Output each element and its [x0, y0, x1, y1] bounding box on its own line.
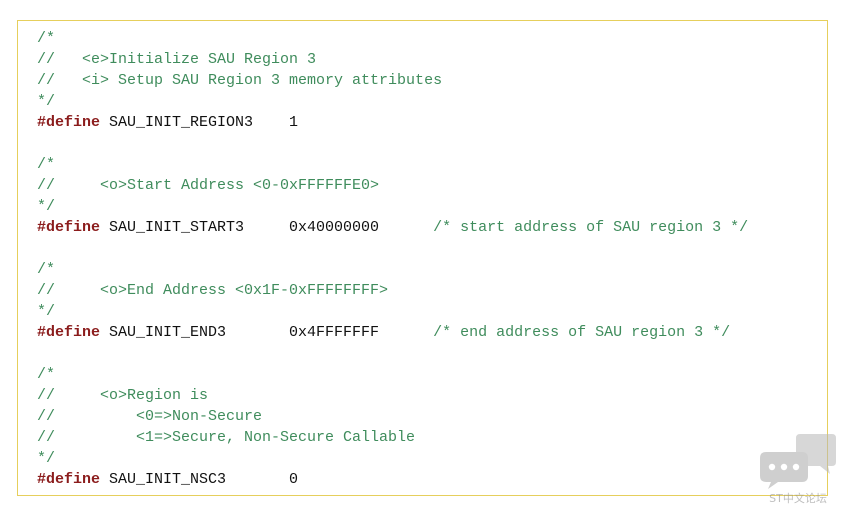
- code-line: // <o>Region is: [37, 385, 208, 406]
- code-token-comment: /*: [37, 30, 56, 47]
- code-token-comment: // <o>Start Address <0-0xFFFFFFE0>: [37, 177, 380, 194]
- code-token-normal: SAU_INIT_REGION3 1: [100, 114, 299, 131]
- code-token-comment: */: [37, 93, 56, 110]
- code-line: */: [37, 196, 55, 217]
- chat-bubbles-icon: [760, 434, 836, 489]
- code-token-comment: */: [37, 450, 56, 467]
- code-line: // <e>Initialize SAU Region 3: [37, 49, 316, 70]
- code-token-comment: /*: [37, 156, 56, 173]
- code-line: // <i> Setup SAU Region 3 memory attribu…: [37, 70, 442, 91]
- code-token-normal: SAU_INIT_START3 0x40000000: [100, 219, 434, 236]
- watermark-text: ST中文论坛: [769, 492, 827, 505]
- code-token-keyword: #define: [37, 114, 101, 131]
- code-token-comment: */: [37, 198, 56, 215]
- code-line: // <0=>Non-Secure: [37, 406, 262, 427]
- code-token-comment: // <0=>Non-Secure: [37, 408, 263, 425]
- code-token-comment: /*: [37, 261, 56, 278]
- code-line: /*: [37, 259, 55, 280]
- code-line: // <o>End Address <0x1F-0xFFFFFFFF>: [37, 280, 388, 301]
- code-token-normal: SAU_INIT_END3 0x4FFFFFFF: [100, 324, 434, 341]
- code-line: */: [37, 91, 55, 112]
- code-token-comment: // <e>Initialize SAU Region 3: [37, 51, 317, 68]
- code-line: #define SAU_INIT_END3 0x4FFFFFFF /* end …: [37, 322, 730, 343]
- code-line: /*: [37, 28, 55, 49]
- code-token-comment: // <o>Region is: [37, 387, 209, 404]
- code-line: // <o>Start Address <0-0xFFFFFFE0>: [37, 175, 379, 196]
- watermark: ST中文论坛: [758, 432, 838, 510]
- code-token-keyword: #define: [37, 471, 101, 488]
- code-line: /*: [37, 154, 55, 175]
- code-line: #define SAU_INIT_START3 0x40000000 /* st…: [37, 217, 748, 238]
- code-line: // <1=>Secure, Non-Secure Callable: [37, 427, 415, 448]
- code-token-comment: // <i> Setup SAU Region 3 memory attribu…: [37, 72, 443, 89]
- code-token-comment: /* end address of SAU region 3 */: [433, 324, 731, 341]
- code-token-comment: /*: [37, 366, 56, 383]
- code-panel: /* // <e>Initialize SAU Region 3 // <i> Se…: [17, 20, 828, 496]
- code-token-comment: /* start address of SAU region 3 */: [433, 219, 749, 236]
- code-line: */: [37, 448, 55, 469]
- code-line: #define SAU_INIT_REGION3 1: [37, 112, 298, 133]
- code-token-comment: */: [37, 303, 56, 320]
- code-token-keyword: #define: [37, 324, 101, 341]
- code-line: /*: [37, 364, 55, 385]
- code-line: */: [37, 301, 55, 322]
- code-line: #define SAU_INIT_NSC3 0: [37, 469, 298, 490]
- code-token-comment: // <o>End Address <0x1F-0xFFFFFFFF>: [37, 282, 389, 299]
- code-token-keyword: #define: [37, 219, 101, 236]
- code-token-normal: SAU_INIT_NSC3 0: [100, 471, 299, 488]
- code-token-comment: // <1=>Secure, Non-Secure Callable: [37, 429, 416, 446]
